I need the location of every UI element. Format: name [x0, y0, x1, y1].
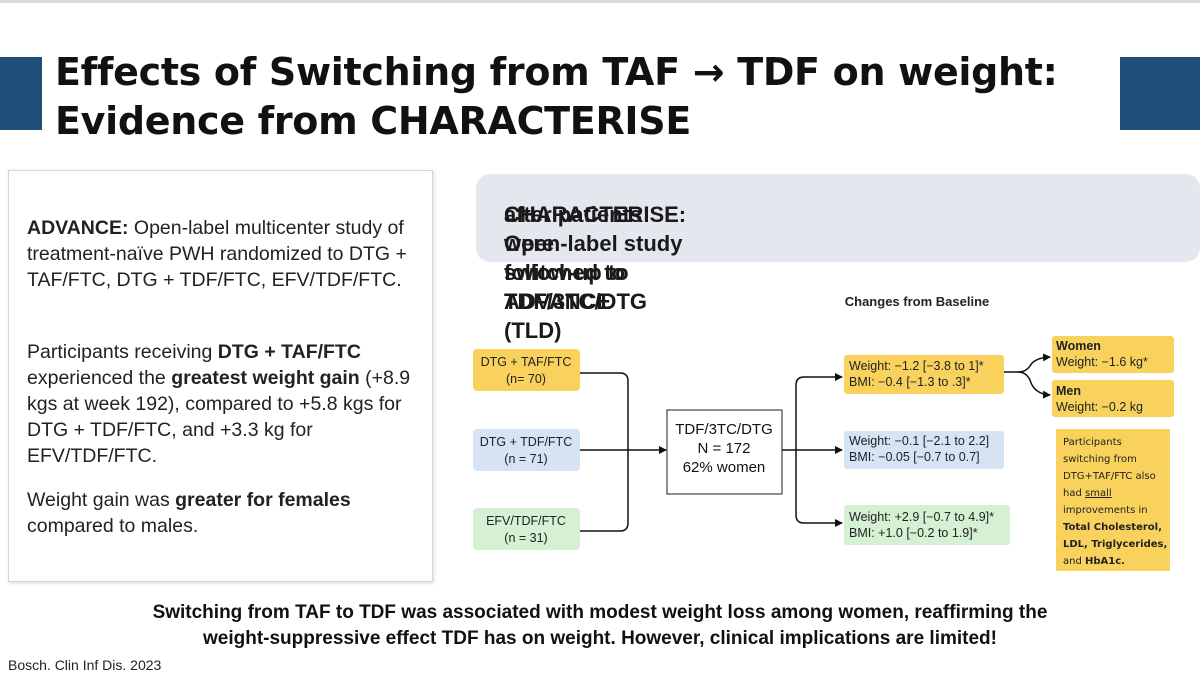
- conclusion-line-1: Switching from TAF to TDF was associated…: [152, 602, 1048, 623]
- connector-arrow: [795, 450, 843, 527]
- men-box: [1052, 380, 1174, 417]
- text-run: Participants receiving: [27, 341, 218, 363]
- bold-run: greater for females: [175, 489, 351, 511]
- note-line: Total Cholesterol,: [1063, 522, 1162, 533]
- group-name: DTG + TAF/FTC: [481, 355, 572, 369]
- sex-difference-finding: Weight gain was greater for females comp…: [27, 487, 427, 539]
- text-run: Weight gain was: [27, 489, 176, 511]
- result-bmi: BMI: +1.0 [−0.2 to 1.9]*: [849, 526, 978, 540]
- note-line: switching from: [1063, 454, 1137, 465]
- women-label: Women: [1056, 339, 1101, 353]
- slide-title: Effects of Switching from TAF → TDF on w…: [55, 48, 1058, 146]
- accent-bar-right: [1120, 57, 1200, 130]
- note-run: had: [1063, 488, 1085, 499]
- men-value: Weight: −0.2 kg: [1056, 400, 1143, 414]
- note-line: improvements in: [1063, 505, 1148, 516]
- advance-label: ADVANCE:: [27, 217, 129, 239]
- advance-description: ADVANCE: Open-label multicenter study of…: [27, 215, 427, 293]
- group-box-dtg-taf: [473, 349, 580, 391]
- conclusion-line-2: weight-suppressive effect TDF has on wei…: [203, 628, 997, 649]
- group-box-dtg-tdf: [473, 429, 580, 471]
- center-n: N = 172: [698, 440, 751, 457]
- result-weight: Weight: −1.2 [−3.8 to 1]*: [849, 359, 984, 373]
- diagram-heading: Changes from Baseline: [845, 294, 990, 309]
- result-box-dtg-tdf: [844, 431, 1004, 469]
- characterise-header: CHARACTERISE: Open-label study follow-up…: [476, 174, 1200, 343]
- bold-run: DTG + TAF/FTC: [217, 341, 361, 363]
- note-run: and: [1063, 556, 1085, 567]
- result-box-dtg-taf: [844, 355, 1004, 394]
- advance-summary-box: ADVANCE: Open-label multicenter study of…: [8, 170, 433, 582]
- note-line: Participants: [1063, 437, 1122, 448]
- group-n: (n= 70): [506, 372, 546, 386]
- characterise-line-2: after patients were switched to TDF/3TC/…: [504, 202, 647, 343]
- tld-center-box: [666, 409, 783, 495]
- connector-line: [580, 450, 629, 532]
- text-run: compared to males.: [27, 515, 199, 537]
- result-weight: Weight: −0.1 [−2.1 to 2.2]: [849, 434, 989, 448]
- women-value: Weight: −1.6 kg*: [1056, 355, 1148, 369]
- note-bold: HbA1c.: [1085, 556, 1125, 567]
- title-line-1: Effects of Switching from TAF → TDF on w…: [55, 50, 1058, 94]
- group-name: EFV/TDF/FTC: [486, 514, 566, 528]
- text-run: (+8.9 kgs at week 192), compared to +5.8…: [27, 367, 411, 467]
- group-n: (n = 31): [504, 531, 547, 545]
- characterise-line-1: CHARACTERISE: Open-label study follow-up…: [504, 202, 687, 314]
- connector-arrow: [1017, 353, 1051, 373]
- women-box: [1052, 336, 1174, 373]
- group-n: (n = 71): [504, 452, 547, 466]
- accent-bar-left: [0, 57, 42, 130]
- men-label: Men: [1056, 384, 1081, 398]
- title-line-2: Evidence from CHARACTERISE: [55, 99, 691, 143]
- result-weight: Weight: +2.9 [−0.7 to 4.9]*: [849, 510, 994, 524]
- group-name: DTG + TDF/FTC: [480, 435, 572, 449]
- result-box-efv-tdf: [844, 505, 1010, 545]
- text-run: experienced the: [27, 367, 172, 389]
- note-line: had small: [1063, 488, 1112, 499]
- group-box-efv-tdf: [473, 508, 580, 550]
- note-line: DTG+TAF/FTC also: [1063, 471, 1156, 482]
- top-border: [0, 0, 1200, 3]
- connector-arrow: [1017, 371, 1051, 399]
- bold-run: greatest weight gain: [171, 367, 360, 389]
- connector-line: [580, 372, 629, 450]
- connector-arrow: [795, 373, 843, 450]
- lipid-note-box: [1056, 429, 1170, 571]
- advance-text: Open-label multicenter study of treatmen…: [27, 217, 407, 291]
- center-women: 62% women: [683, 459, 766, 476]
- note-line: and HbA1c.: [1063, 556, 1125, 567]
- center-regimen: TDF/3TC/DTG: [675, 421, 773, 438]
- note-underlined: small: [1085, 488, 1112, 499]
- result-bmi: BMI: −0.05 [−0.7 to 0.7]: [849, 450, 980, 464]
- weight-gain-finding: Participants receiving DTG + TAF/FTC exp…: [27, 339, 427, 469]
- note-line: LDL, Triglycerides,: [1063, 539, 1167, 550]
- citation: Bosch. Clin Inf Dis. 2023: [8, 657, 162, 673]
- conclusion-text: Switching from TAF to TDF was associated…: [0, 600, 1200, 652]
- result-bmi: BMI: −0.4 [−1.3 to .3]*: [849, 375, 971, 389]
